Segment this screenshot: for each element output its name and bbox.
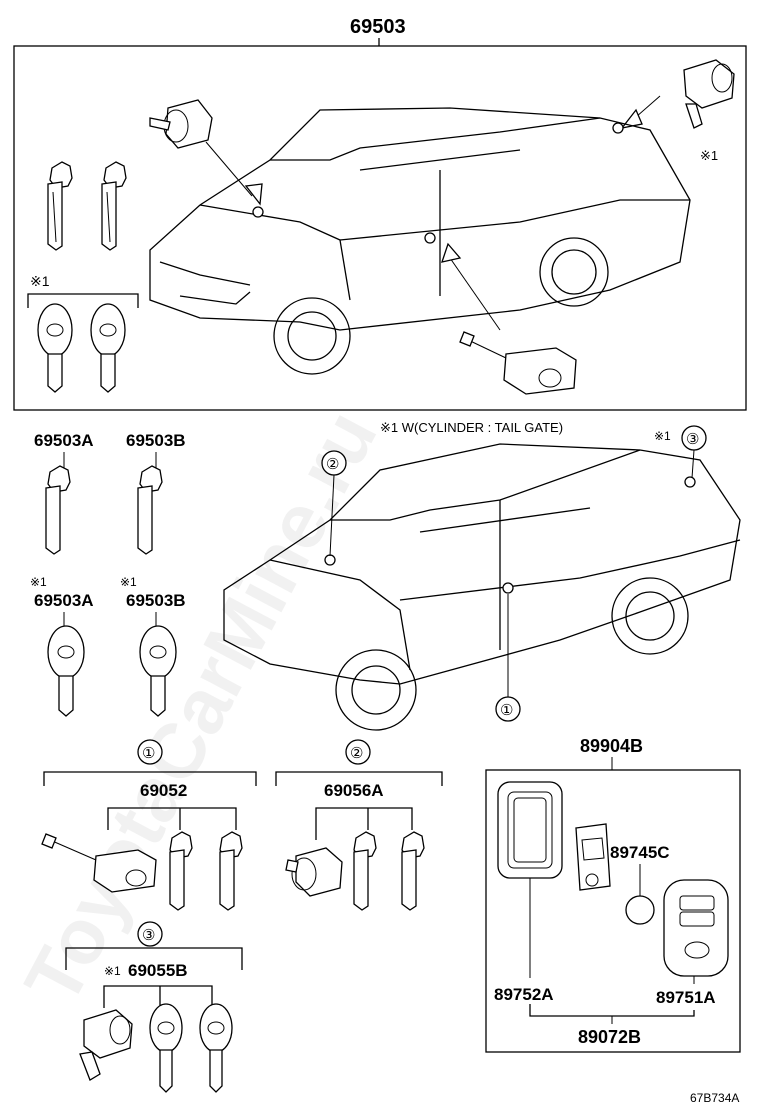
note-mark: ※1 <box>120 575 137 589</box>
group-ref: ② <box>350 745 363 762</box>
smart-key-icon <box>663 879 729 977</box>
door-cylinder-icon <box>285 847 343 897</box>
group-part-label[interactable]: 69052 <box>140 781 187 800</box>
group-part-label[interactable]: 69055B <box>128 961 188 980</box>
callout-marker: ③ <box>686 431 699 448</box>
group-ref: ③ <box>142 927 155 944</box>
remote-key-icon <box>149 1003 183 1093</box>
remote-part-label[interactable]: 89751A <box>656 988 716 1007</box>
note-mark: ※1 <box>30 273 50 289</box>
battery-icon <box>625 895 655 925</box>
remote-part-label[interactable]: 89745C <box>610 843 670 862</box>
note-mark: ※1 <box>700 148 718 163</box>
key-part-label[interactable]: 69503A <box>34 431 94 450</box>
blade-key-icon <box>101 161 127 251</box>
callout-marker: ② <box>326 456 339 473</box>
diagram-id: 67B734A <box>690 1091 739 1105</box>
remote-key-icon <box>47 625 85 717</box>
group-part-label[interactable]: 69056A <box>324 781 384 800</box>
key-part-label[interactable]: 69503B <box>126 431 186 450</box>
remote-assembly-label[interactable]: 89904B <box>580 736 643 756</box>
tailgate-cylinder-icon <box>683 59 735 129</box>
door-lock-icon <box>41 833 157 893</box>
remote-part-label[interactable]: 89752A <box>494 985 554 1004</box>
door-lock-icon <box>459 331 577 395</box>
remote-key-icon <box>90 303 126 393</box>
note-mark: ※1 <box>654 429 671 443</box>
group-ref: ① <box>142 745 155 762</box>
remote-key-icon <box>199 1003 233 1093</box>
remote-key-icon <box>139 625 177 717</box>
circuit-board-icon <box>575 823 611 891</box>
ignition-cylinder-icon <box>149 99 213 149</box>
blade-key-icon <box>169 831 193 911</box>
blade-key-icon <box>219 831 243 911</box>
key-part-label[interactable]: 69503A <box>34 591 94 610</box>
footnote: ※1 W(CYLINDER : TAIL GATE) <box>380 420 563 435</box>
note-mark: ※1 <box>30 575 47 589</box>
top-box <box>13 45 747 411</box>
tailgate-cylinder-icon <box>79 1009 133 1081</box>
callout-marker: ① <box>500 702 513 719</box>
blade-key-icon <box>45 465 71 555</box>
blade-key-icon <box>353 831 377 911</box>
remote-subassembly-label[interactable]: 89072B <box>578 1027 641 1047</box>
remote-key-icon <box>37 303 73 393</box>
key-part-label[interactable]: 69503B <box>126 591 186 610</box>
truck-middle-illustration <box>223 443 741 731</box>
note-mark: ※1 <box>104 964 121 978</box>
blade-key-icon <box>401 831 425 911</box>
truck-top-illustration <box>149 107 691 375</box>
top-part-number[interactable]: 69503 <box>350 16 406 38</box>
remote-case-icon <box>497 781 563 879</box>
remote-box <box>485 769 741 1053</box>
blade-key-icon <box>137 465 163 555</box>
blade-key-icon <box>47 161 73 251</box>
